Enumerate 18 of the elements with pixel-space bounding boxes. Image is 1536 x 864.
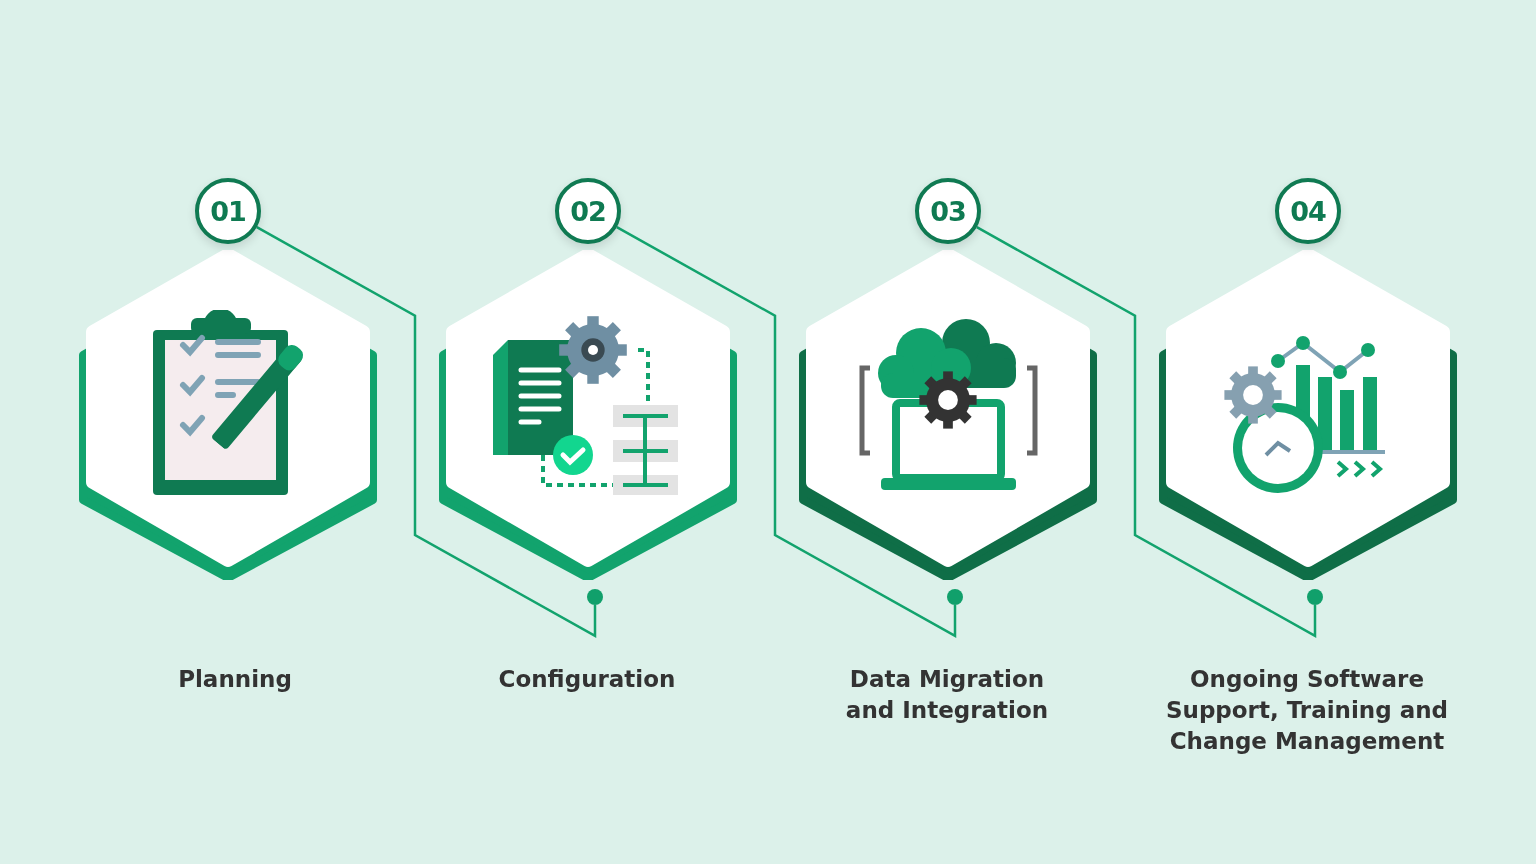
step-label: Data Migration and Integration <box>844 665 1050 725</box>
connector-dot <box>587 589 603 605</box>
step-number-circle: 02 <box>555 178 621 244</box>
hexagon-card <box>798 250 1098 580</box>
connector-dot <box>947 589 963 605</box>
hexagon-card <box>78 250 378 580</box>
step-label: Ongoing Software Support, Training and Change Management <box>1164 665 1450 756</box>
step-number-circle: 04 <box>1275 178 1341 244</box>
connector-line <box>256 226 597 638</box>
step-label: Configuration <box>497 665 677 694</box>
step-number-circle: 03 <box>915 178 981 244</box>
connector-line <box>616 226 957 638</box>
hexagon-card <box>1158 250 1458 580</box>
step-label: Planning <box>177 665 293 694</box>
connector-dot <box>1307 589 1323 605</box>
connector-line <box>976 226 1317 638</box>
hexagon-card <box>438 250 738 580</box>
step-number-circle: 01 <box>195 178 261 244</box>
